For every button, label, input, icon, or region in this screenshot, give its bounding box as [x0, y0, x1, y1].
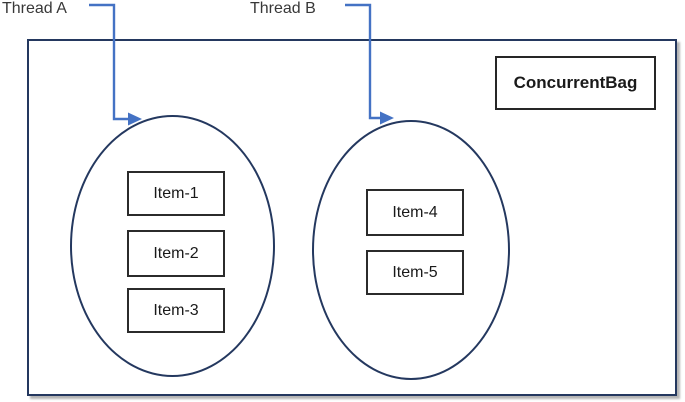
concurrentbag-title-box: ConcurrentBag — [495, 56, 656, 110]
item-box-2: Item-2 — [127, 230, 225, 277]
item-box-4: Item-4 — [366, 189, 464, 236]
item-box-3: Item-3 — [127, 288, 225, 333]
item-box-5: Item-5 — [366, 250, 464, 295]
thread-b-label: Thread B — [250, 0, 316, 17]
thread-a-label: Thread A — [2, 0, 67, 17]
item-box-1: Item-1 — [127, 171, 225, 216]
concurrentbag-title: ConcurrentBag — [513, 73, 638, 92]
